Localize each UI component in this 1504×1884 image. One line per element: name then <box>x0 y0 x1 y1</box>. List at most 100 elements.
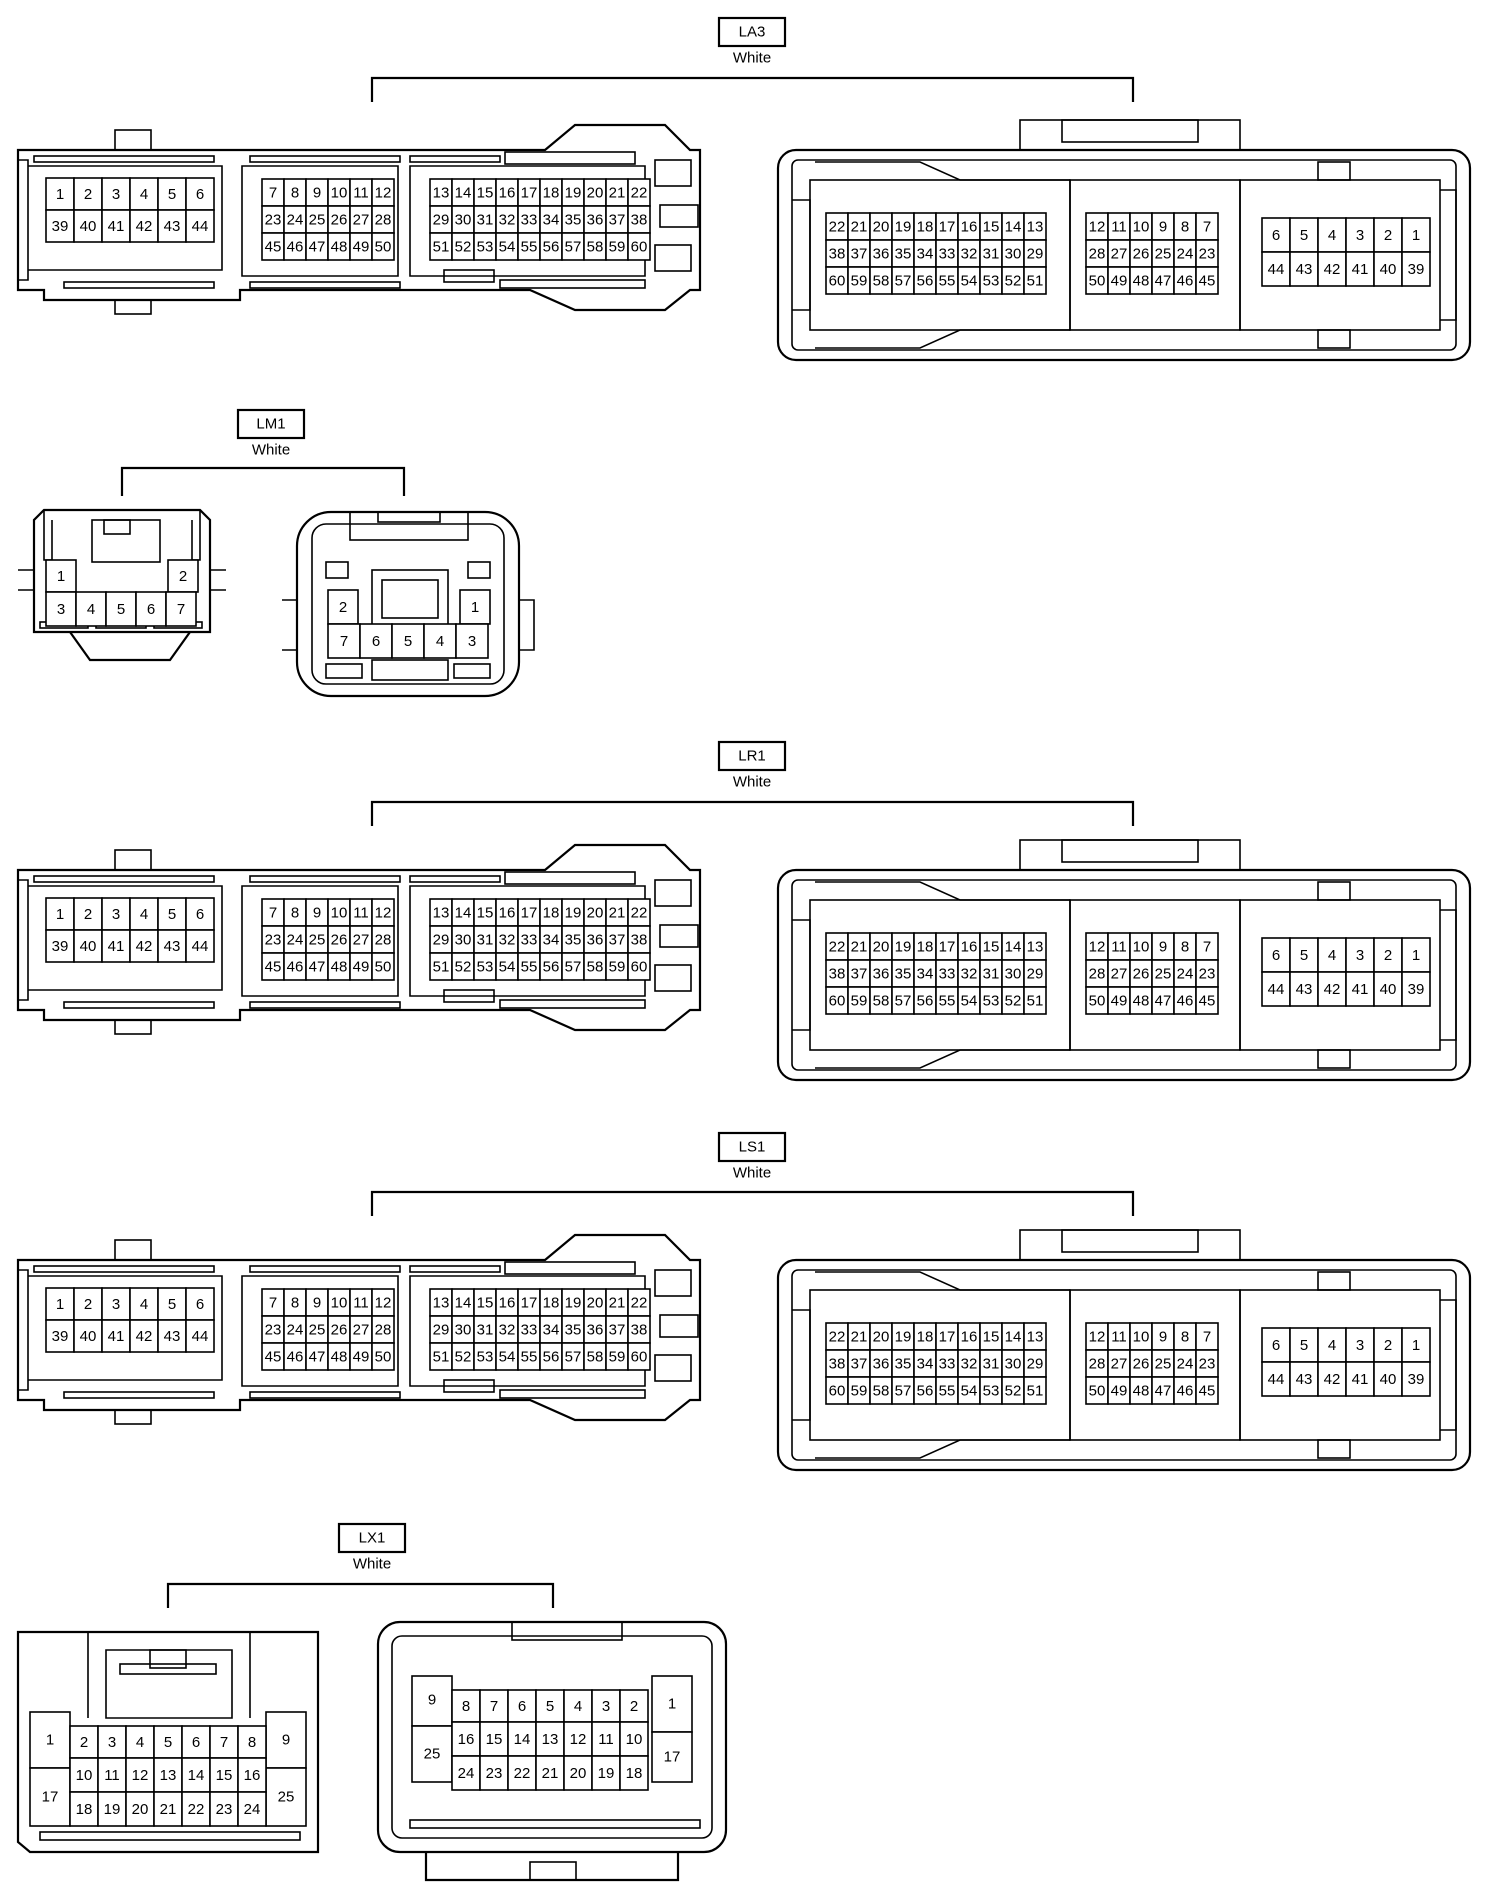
pin-number: 56 <box>917 993 934 1010</box>
pin-number: 2 <box>84 186 92 203</box>
pin-number: 56 <box>543 959 560 976</box>
pin-number: 7 <box>490 1698 498 1715</box>
pin-number: 48 <box>331 239 348 256</box>
pin-number: 47 <box>309 239 326 256</box>
pin-number: 4 <box>140 906 148 923</box>
pin-number: 52 <box>455 239 472 256</box>
pin-number: 36 <box>587 212 604 229</box>
pin-number: 10 <box>76 1767 93 1784</box>
pin-number: 16 <box>499 1295 516 1312</box>
pin-number: 5 <box>1300 1337 1308 1354</box>
pin-number: 46 <box>287 959 304 976</box>
pin-number: 44 <box>192 1328 209 1345</box>
pin-number: 44 <box>192 218 209 235</box>
pin-cell <box>451 1755 481 1791</box>
pin-number: 1 <box>56 906 64 923</box>
pin-number: 12 <box>1089 219 1106 236</box>
connector-name-box <box>717 1131 787 1163</box>
pin-cell <box>391 623 425 659</box>
pin-number: 32 <box>961 966 978 983</box>
pin-cell <box>1195 266 1219 295</box>
pin-number: 31 <box>983 246 1000 263</box>
pin-number: 53 <box>477 239 494 256</box>
pin-number: 3 <box>112 906 120 923</box>
pin-number: 20 <box>587 905 604 922</box>
connector-color: White <box>252 442 290 459</box>
pin-cell <box>45 559 77 593</box>
pin-cell <box>101 929 131 963</box>
pin-number: 44 <box>1268 1371 1285 1388</box>
pin-number: 36 <box>873 246 890 263</box>
pin-cell <box>1023 266 1047 295</box>
pin-number: 45 <box>265 959 282 976</box>
pin-number: 5 <box>546 1698 554 1715</box>
pin-number: 34 <box>543 1322 560 1339</box>
pin-number: 6 <box>147 601 155 618</box>
pin-number: 6 <box>196 186 204 203</box>
pin-number: 9 <box>1159 1329 1167 1346</box>
pin-number: 38 <box>829 966 846 983</box>
pin-number: 23 <box>216 1801 233 1818</box>
pin-number: 45 <box>265 239 282 256</box>
pin-number: 32 <box>961 1356 978 1373</box>
pin-number: 4 <box>436 633 444 650</box>
pin-number: 14 <box>455 905 472 922</box>
pin-number: 41 <box>1352 261 1369 278</box>
pin-number: 18 <box>917 1329 934 1346</box>
pin-number: 26 <box>1133 966 1150 983</box>
pin-number: 2 <box>1384 947 1392 964</box>
pin-number: 58 <box>873 273 890 290</box>
pin-number: 40 <box>1380 981 1397 998</box>
latch <box>1019 119 1241 151</box>
pin-number: 29 <box>433 1322 450 1339</box>
pin-number: 13 <box>1027 1329 1044 1346</box>
pin-number: 17 <box>939 219 956 236</box>
pin-number: 20 <box>570 1765 587 1782</box>
pin-cell <box>535 1755 565 1791</box>
pin-number: 42 <box>136 1328 153 1345</box>
pin-cell <box>327 623 361 659</box>
pin-cell <box>371 1342 395 1371</box>
pin-number: 36 <box>587 932 604 949</box>
pin-number: 2 <box>84 906 92 923</box>
pin-cell <box>591 1755 621 1791</box>
pin-cell <box>1023 986 1047 1015</box>
pin-number: 6 <box>518 1698 526 1715</box>
pin-number: 40 <box>1380 261 1397 278</box>
pin-number: 25 <box>309 212 326 229</box>
pin-number: 39 <box>52 938 69 955</box>
pin-number: 54 <box>499 1349 516 1366</box>
pin-number: 59 <box>609 959 626 976</box>
pin-number: 49 <box>1111 1383 1128 1400</box>
pin-number: 51 <box>433 959 450 976</box>
pin-number: 6 <box>1272 227 1280 244</box>
pin-number: 13 <box>1027 219 1044 236</box>
pin-number: 13 <box>160 1767 177 1784</box>
pin-number: 25 <box>1155 966 1172 983</box>
pin-cell <box>535 1721 565 1757</box>
connector-name-box <box>717 740 787 772</box>
pin-number: 23 <box>265 932 282 949</box>
pin-number: 29 <box>433 932 450 949</box>
pin-number: 59 <box>851 273 868 290</box>
pin-number: 58 <box>873 1383 890 1400</box>
pin-number: 58 <box>587 239 604 256</box>
pin-cell <box>627 1342 651 1371</box>
pin-number: 7 <box>340 633 348 650</box>
pin-cell <box>129 1319 159 1353</box>
pin-cell <box>1195 986 1219 1015</box>
pin-number: 55 <box>939 1383 956 1400</box>
pin-number: 7 <box>220 1734 228 1751</box>
pin-number: 54 <box>961 1383 978 1400</box>
pin-cell <box>651 1731 693 1783</box>
pin-number: 43 <box>164 938 181 955</box>
pin-number: 18 <box>543 1295 560 1312</box>
pin-number: 11 <box>353 1295 369 1312</box>
pin-number: 8 <box>291 185 299 202</box>
pin-cell <box>153 1791 183 1827</box>
pin-number: 46 <box>1177 1383 1194 1400</box>
pin-number: 43 <box>164 218 181 235</box>
pin-number: 17 <box>521 905 538 922</box>
